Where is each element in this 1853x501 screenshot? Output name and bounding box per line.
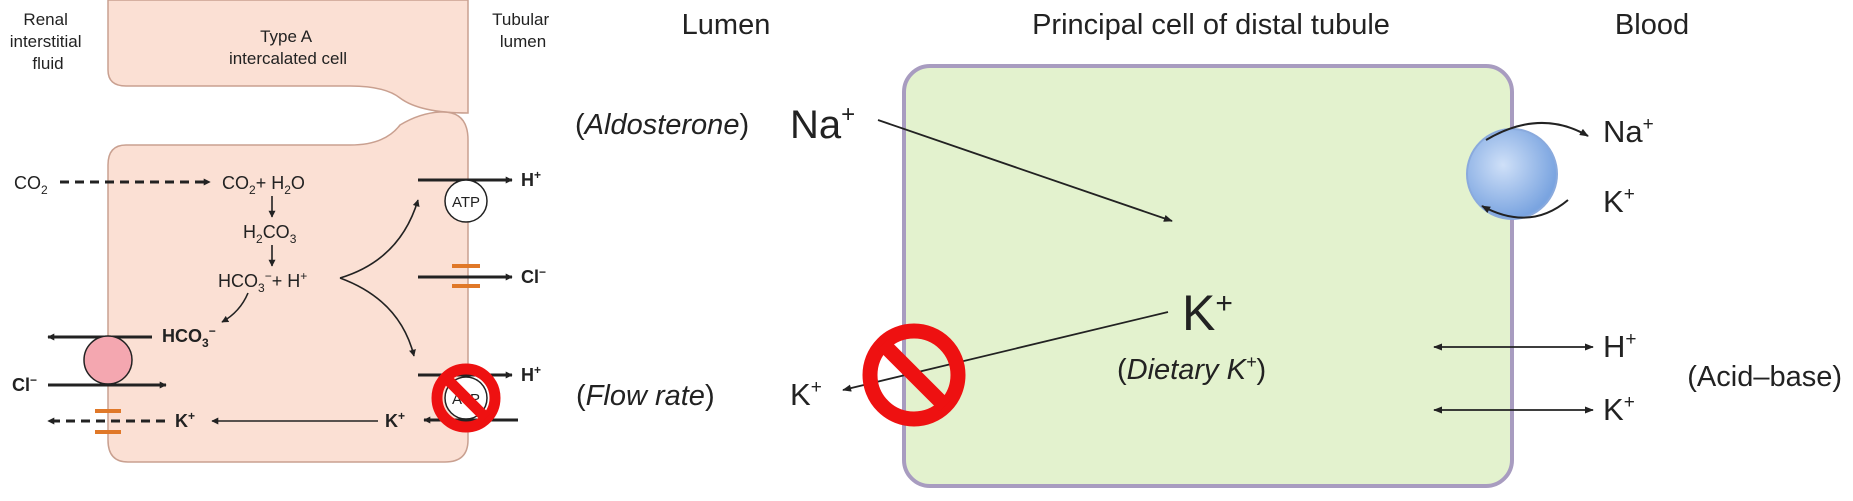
na-entry-arrow bbox=[877, 119, 1173, 222]
intercalated-cell bbox=[107, 111, 469, 463]
atp-pump-top-label: ATP bbox=[452, 194, 480, 211]
co2-extracellular: CO2 bbox=[14, 173, 48, 197]
cl-basolateral: Cl− bbox=[12, 373, 37, 395]
na-efflux-curve-arrow bbox=[1485, 121, 1589, 141]
blood-header: Blood bbox=[1615, 9, 1689, 41]
na-lumen: Na+ bbox=[790, 101, 855, 147]
aldosterone-label: (Aldosterone) bbox=[575, 109, 749, 141]
dietary-k-label: (Dietary K+) bbox=[1117, 352, 1266, 386]
k-interstitial: K+ bbox=[175, 409, 195, 431]
h-lumen-bottom: H+ bbox=[521, 363, 541, 385]
principal-cell bbox=[902, 64, 1514, 488]
h-blood: H+ bbox=[1603, 329, 1637, 364]
left-panel: Renal interstitial fluid Type A intercal… bbox=[10, 0, 554, 463]
h-to-atp-bottom-arrow bbox=[339, 277, 416, 357]
k-intracellular: K+ bbox=[385, 409, 405, 431]
k-secretion-arrow bbox=[842, 311, 1169, 392]
lumen-header: Lumen bbox=[682, 9, 771, 41]
k-lumen: K+ bbox=[790, 377, 822, 412]
atp-pump-top bbox=[444, 179, 488, 223]
na-k-atpase-pump bbox=[1466, 128, 1558, 220]
right-panel: Lumen Principal cell of distal tubule Bl… bbox=[575, 9, 1842, 488]
h-lumen-top: H+ bbox=[521, 168, 541, 190]
hco3-curve-arrow bbox=[221, 292, 249, 323]
k-influx-curve-arrow bbox=[1481, 199, 1569, 219]
cl-lumen: Cl− bbox=[521, 265, 546, 287]
hco3-basolateral: HCO3− bbox=[162, 324, 216, 350]
intercalated-cell-title: Type A intercalated cell bbox=[229, 27, 347, 68]
acid-base-label: (Acid–base) bbox=[1687, 361, 1842, 393]
no-symbol-small bbox=[431, 363, 501, 433]
k-center: K+ bbox=[1182, 285, 1233, 341]
k-blood-pump: K+ bbox=[1603, 184, 1635, 219]
principal-cell-header: Principal cell of distal tubule bbox=[1032, 9, 1390, 41]
co2-h2o-reaction: CO2+ H2O bbox=[222, 173, 305, 197]
flow-rate-label: (Flow rate) bbox=[576, 380, 715, 412]
hco3-cl-exchanger bbox=[83, 335, 133, 385]
no-symbol-large bbox=[862, 323, 966, 427]
h2co3-label: H2CO3 bbox=[243, 222, 297, 246]
h-to-atp-top-arrow bbox=[339, 199, 420, 279]
hco3-h-label: HCO3−+ H+ bbox=[218, 269, 307, 295]
tubular-lumen-label: Tubular lumen bbox=[492, 10, 554, 51]
k-blood: K+ bbox=[1603, 392, 1635, 427]
na-blood: Na+ bbox=[1603, 114, 1654, 149]
renal-fluid-label: Renal interstitial fluid bbox=[10, 10, 87, 73]
